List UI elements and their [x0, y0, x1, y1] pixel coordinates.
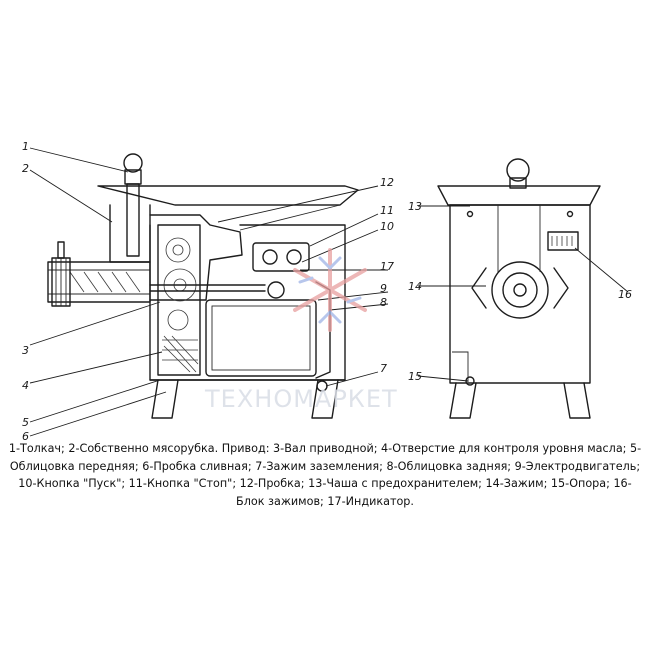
callout-4: 4 [22, 379, 29, 392]
callout-numbers: 1 2 3 4 5 6 12 11 10 17 9 8 7 13 14 15 1… [22, 140, 632, 443]
leg-front [151, 379, 179, 419]
housing-front [449, 204, 591, 384]
callout-8: 8 [380, 296, 387, 309]
callout-15: 15 [408, 370, 422, 383]
callout-11: 11 [380, 204, 394, 217]
callout-17: 17 [380, 260, 394, 273]
leg-front-left [449, 382, 477, 419]
tray [97, 185, 359, 206]
leg-front-right [563, 382, 591, 419]
clamp-left [471, 267, 487, 309]
callout-3: 3 [22, 344, 29, 357]
legend-caption: 1-Толкач; 2-Собственно мясорубка. Привод… [8, 442, 642, 508]
front-view [437, 158, 601, 419]
callout-9: 9 [380, 282, 387, 295]
leg-rear [311, 379, 339, 419]
callout-1: 1 [22, 140, 29, 153]
pusher-knob-front [506, 158, 530, 182]
callout-13: 13 [408, 200, 422, 213]
start-button [262, 249, 278, 265]
stop-button [286, 249, 302, 265]
callout-6: 6 [22, 430, 29, 440]
watermark-text: ТЕХНОМАРКЕТ [205, 385, 398, 413]
meat-grinder-drawing: 1 2 3 4 5 6 12 11 10 17 9 8 7 13 14 15 1… [22, 140, 632, 443]
gear-housing [149, 214, 243, 301]
motor-pulley [267, 281, 285, 299]
nozzle [57, 241, 65, 259]
feed-neck [109, 204, 151, 263]
auger-helix [69, 271, 141, 293]
callout-10: 10 [380, 220, 394, 233]
bowl-front [437, 185, 601, 206]
callout-14: 14 [408, 280, 422, 293]
side-view [47, 153, 359, 419]
callout-7: 7 [380, 362, 387, 375]
callout-5: 5 [22, 416, 29, 429]
auger-body [47, 261, 151, 303]
pusher-rod [126, 183, 140, 257]
gear-column [157, 224, 201, 376]
control-panel [252, 242, 310, 272]
watermark-logo-icon [293, 248, 367, 332]
tray-lower [175, 204, 341, 231]
clamp-right [553, 267, 569, 309]
callout-12: 12 [380, 176, 394, 189]
terminal-block [547, 231, 579, 251]
pusher-knob [123, 153, 143, 173]
callout-2: 2 [22, 162, 29, 175]
callout-16: 16 [618, 288, 632, 301]
motor [205, 299, 317, 377]
coupling [491, 261, 549, 319]
